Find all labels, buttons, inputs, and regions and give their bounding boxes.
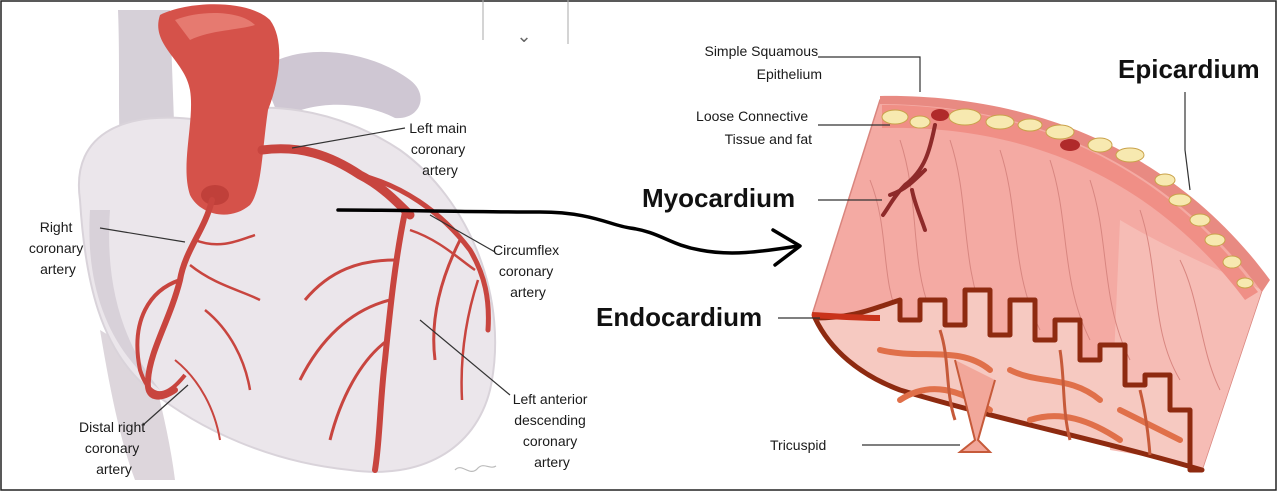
endocardium-edge	[812, 315, 880, 318]
label-left-anterior-descending-artery: Left anterior descending coronary artery	[513, 391, 592, 470]
label-epicardium: Epicardium	[1118, 54, 1260, 84]
leader-simple-squamous	[818, 57, 920, 92]
label-simple-squamous-epithelium: Simple Squamous Epithelium	[704, 43, 822, 82]
label-right-coronary-artery: Right coronary artery	[29, 219, 87, 277]
leader-epicardium	[1185, 92, 1190, 190]
label-tricuspid: Tricuspid	[770, 437, 826, 453]
chevron-down-icon[interactable]: ⌄	[516, 26, 531, 46]
label-myocardium: Myocardium	[642, 183, 795, 213]
label-loose-connective-tissue: Loose Connective Tissue and fat	[696, 108, 812, 147]
heart-wall-section	[812, 96, 1270, 470]
label-circumflex-coronary-artery: Circumflex coronary artery	[493, 242, 563, 300]
artist-signature	[455, 466, 496, 472]
heart-illustration	[79, 4, 496, 480]
label-endocardium: Endocardium	[596, 302, 762, 332]
collapse-tab[interactable]: ⌄	[483, 0, 568, 46]
aortic-root	[201, 185, 229, 205]
